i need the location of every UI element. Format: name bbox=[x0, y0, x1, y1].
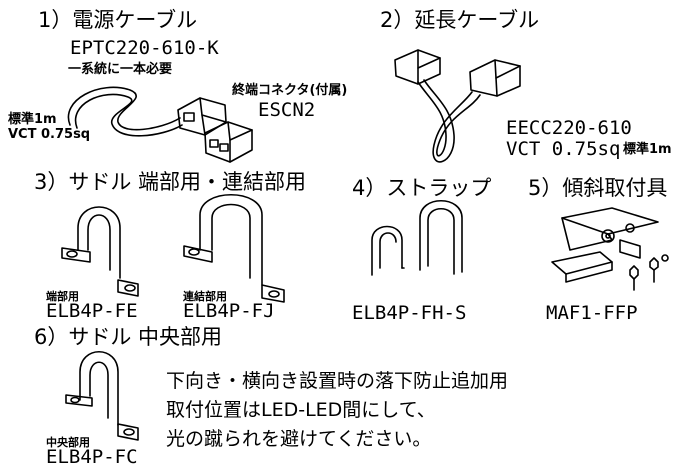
terminal-connector-title: 終端コネクタ(付属) bbox=[232, 83, 348, 98]
power-cable-title: 1）電源ケーブル bbox=[38, 8, 198, 32]
power-cable-spec: VCT 0.75sq bbox=[8, 127, 91, 142]
link-saddle-label: 連結部用 bbox=[183, 290, 227, 303]
end-saddle-illustration bbox=[61, 206, 139, 297]
end-saddle-model: ELB4P-FE bbox=[46, 300, 138, 322]
extension-cable-title: 2）延長ケーブル bbox=[380, 8, 540, 32]
center-saddle-label: 中央部用 bbox=[46, 436, 90, 449]
extension-cable-model: EECC220-610 bbox=[506, 117, 632, 139]
power-cable-note: 一系統に一本必要 bbox=[68, 62, 173, 77]
strap-title: 4）ストラップ bbox=[352, 176, 492, 200]
extension-cable-length: 標準1m bbox=[623, 142, 672, 157]
strap-illustration bbox=[371, 199, 463, 276]
terminal-connector-illustration bbox=[204, 121, 253, 163]
saddle-center-title: 6）サドル 中央部用 bbox=[34, 325, 223, 349]
power-cable-illustration bbox=[67, 86, 227, 137]
tilt-mount-title: 5）傾斜取付具 bbox=[528, 176, 668, 200]
extension-cable-spec: VCT 0.75sq bbox=[506, 138, 621, 160]
instruction-line-1: 下向き・横向き設置時の落下防止追加用 bbox=[166, 370, 509, 392]
link-saddle-model: ELB4P-FJ bbox=[183, 300, 275, 322]
extension-cable-illustration bbox=[394, 49, 521, 163]
power-cable-model: EPTC220-610-K bbox=[70, 37, 219, 59]
link-saddle-illustration bbox=[183, 194, 285, 303]
tilt-mount-model: MAF1-FFP bbox=[546, 302, 638, 324]
end-saddle-label: 端部用 bbox=[46, 290, 79, 303]
instruction-line-2: 取付位置はLED-LED間にして、 bbox=[166, 399, 436, 421]
instruction-line-3: 光の蹴られを避けてください。 bbox=[166, 428, 432, 450]
power-cable-length: 標準1m bbox=[8, 112, 57, 127]
terminal-connector-model: ESCN2 bbox=[258, 99, 316, 121]
tilt-mount-illustration bbox=[551, 207, 669, 291]
center-saddle-illustration bbox=[65, 350, 139, 441]
strap-model: ELB4P-FH-S bbox=[352, 302, 467, 324]
saddle-end-link-title: 3）サドル 端部用・連結部用 bbox=[34, 170, 307, 194]
center-saddle-model: ELB4P-FC bbox=[46, 446, 138, 465]
